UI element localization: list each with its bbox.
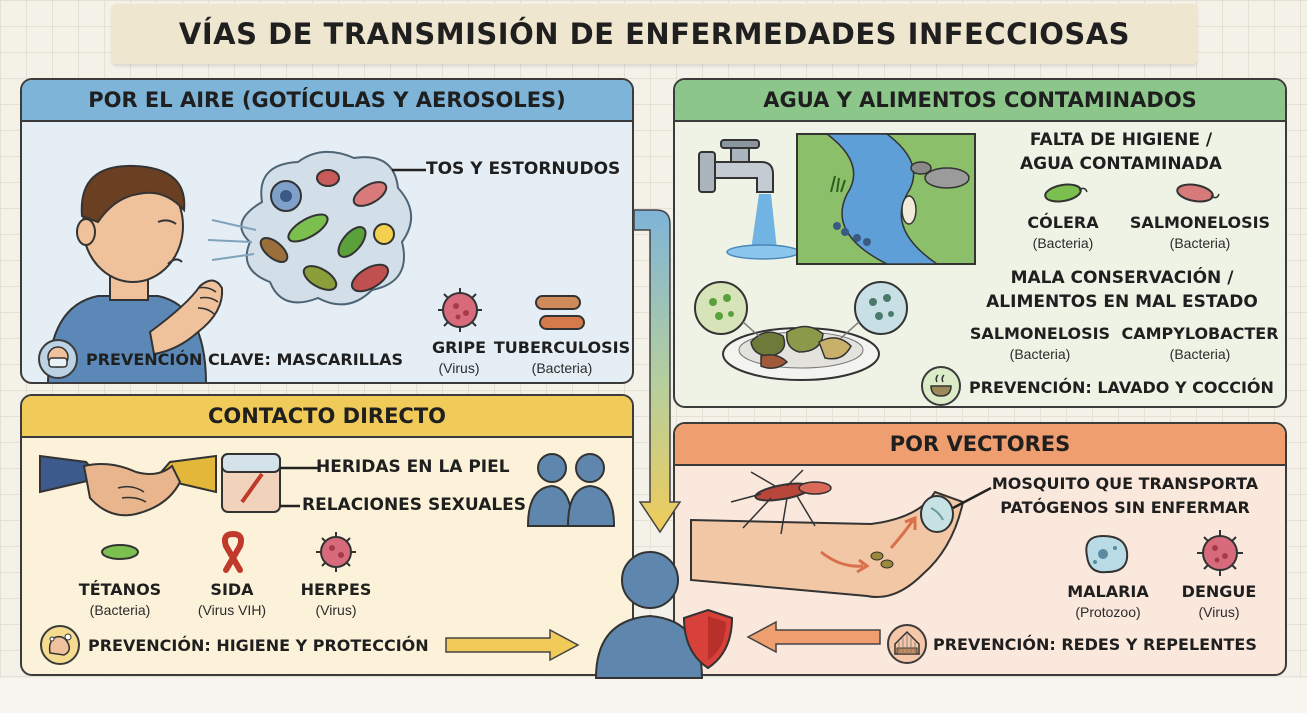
couple-icon [526,453,616,527]
salmonella-food-name: SALMONELOSIS [969,324,1111,343]
herpes-virus-icon [316,532,356,572]
cough-label: TOS Y ESTORNUDOS [426,159,621,179]
tuberculosis-name: TUBERCULOSIS [493,338,631,357]
panel-direct-contact: CONTACTO DIRECTO HERIDAS EN LA PIEL RELA… [20,394,634,676]
salmonella-hygiene-type: (Bacteria) [1169,235,1231,251]
coughing-person-icon [47,164,224,382]
skin-wound-icon [221,453,281,513]
cholera-bacteria-icon [1044,183,1088,203]
campylobacter-name: CAMPYLOBACTER [1121,324,1279,343]
herpes-name: HERPES [300,580,372,599]
aids-name: SIDA [210,580,254,599]
dengue-name: DENGUE [1181,582,1257,601]
contact-flow-arrow [445,628,580,662]
panel-direct-contact-title: CONTACTO DIRECTO [207,404,447,428]
food-line2: ALIMENTOS EN MAL ESTADO [986,292,1258,312]
mosquito-line1: MOSQUITO QUE TRANSPORTA [991,474,1259,493]
tetanus-bacteria-icon [101,544,139,560]
hygiene-line2: AGUA CONTAMINADA [1020,154,1222,174]
panel-water-food-header: AGUA Y ALIMENTOS CONTAMINADOS [675,80,1285,122]
vector-flow-arrow [746,620,881,654]
water-prevention-label: PREVENCIÓN: LAVADO Y COCCIÓN [969,378,1274,397]
salmonella-bacteria-icon [1176,183,1220,203]
spoiled-food-plate-icon [694,281,908,381]
page-title: VÍAS DE TRANSMISIÓN DE ENFERMEDADES INFE… [178,17,1131,51]
hygiene-line1: FALTA DE HIGIENE / [1029,130,1213,150]
bottom-strip [0,678,1307,713]
cough-label-line [392,168,426,172]
aids-ribbon-icon [221,531,245,573]
panel-vectors-title: POR VECTORES [889,432,1071,456]
shield-icon [682,608,734,670]
cholera-type: (Bacteria) [1032,235,1094,251]
contact-prevention-label: PREVENCIÓN: HIGIENE Y PROTECCIÓN [88,636,429,655]
dengue-virus-icon [1197,530,1243,576]
flu-virus-icon [438,288,482,332]
cholera-name: CÓLERA [1027,213,1099,232]
salmonella-hygiene-name: SALMONELOSIS [1129,213,1271,232]
cough-cloud-icon [207,151,413,306]
mosquito-net-icon [887,624,927,664]
wound-label-line [280,466,318,470]
mask-icon [38,339,78,379]
handshake-icon [39,454,217,517]
tetanus-type: (Bacteria) [89,602,151,618]
flu-name: GRIPE [431,338,487,357]
vector-prevention-label: PREVENCIÓN: REDES Y REPELENTES [933,635,1257,654]
dengue-type: (Virus) [1198,604,1240,620]
panel-airborne: POR EL AIRE (GOTÍCULAS Y AEROSOLES) TOS … [20,78,634,384]
panel-direct-contact-header: CONTACTO DIRECTO [22,396,632,438]
panel-vectors-header: POR VECTORES [675,424,1285,466]
sexual-relations-label: RELACIONES SEXUALES [302,495,527,515]
malaria-name: MALARIA [1067,582,1149,601]
tetanus-name: TÉTANOS [78,580,162,599]
sexual-label-line [280,504,300,508]
aids-type: (Virus VIH) [197,602,267,618]
mosquito-line2: PATÓGENOS SIN ENFERMAR [1000,498,1250,517]
air-flow-arrow [633,209,682,534]
air-prevention-label: PREVENCIÓN CLAVE: MASCARILLAS [86,350,403,369]
tuberculosis-bacteria-icon [535,295,585,330]
herpes-type: (Virus) [315,602,357,618]
contaminated-river-icon [796,133,976,265]
panel-airborne-title: POR EL AIRE (GOTÍCULAS Y AEROSOLES) [88,88,566,112]
hand-washing-icon [40,625,80,665]
food-line1: MALA CONSERVACIÓN / [1010,268,1234,288]
flu-type: (Virus) [438,360,480,376]
panel-water-food-title: AGUA Y ALIMENTOS CONTAMINADOS [763,88,1197,112]
panel-water-food: AGUA Y ALIMENTOS CONTAMINADOS FALTA DE H… [673,78,1287,408]
title-banner: VÍAS DE TRANSMISIÓN DE ENFERMEDADES INFE… [112,4,1197,64]
washing-cooking-icon [921,366,961,406]
tuberculosis-type: (Bacteria) [531,360,593,376]
malaria-type: (Protozoo) [1075,604,1141,620]
campylobacter-type: (Bacteria) [1169,346,1231,362]
salmonella-food-type: (Bacteria) [1009,346,1071,362]
malaria-protozoo-icon [1085,534,1129,574]
panel-airborne-header: POR EL AIRE (GOTÍCULAS Y AEROSOLES) [22,80,632,122]
arm-mosquito-icon [690,469,965,598]
wounds-label: HERIDAS EN LA PIEL [316,457,510,477]
faucet-icon [698,139,800,260]
mosquito-label-line [952,486,992,510]
person-icon [594,551,704,679]
